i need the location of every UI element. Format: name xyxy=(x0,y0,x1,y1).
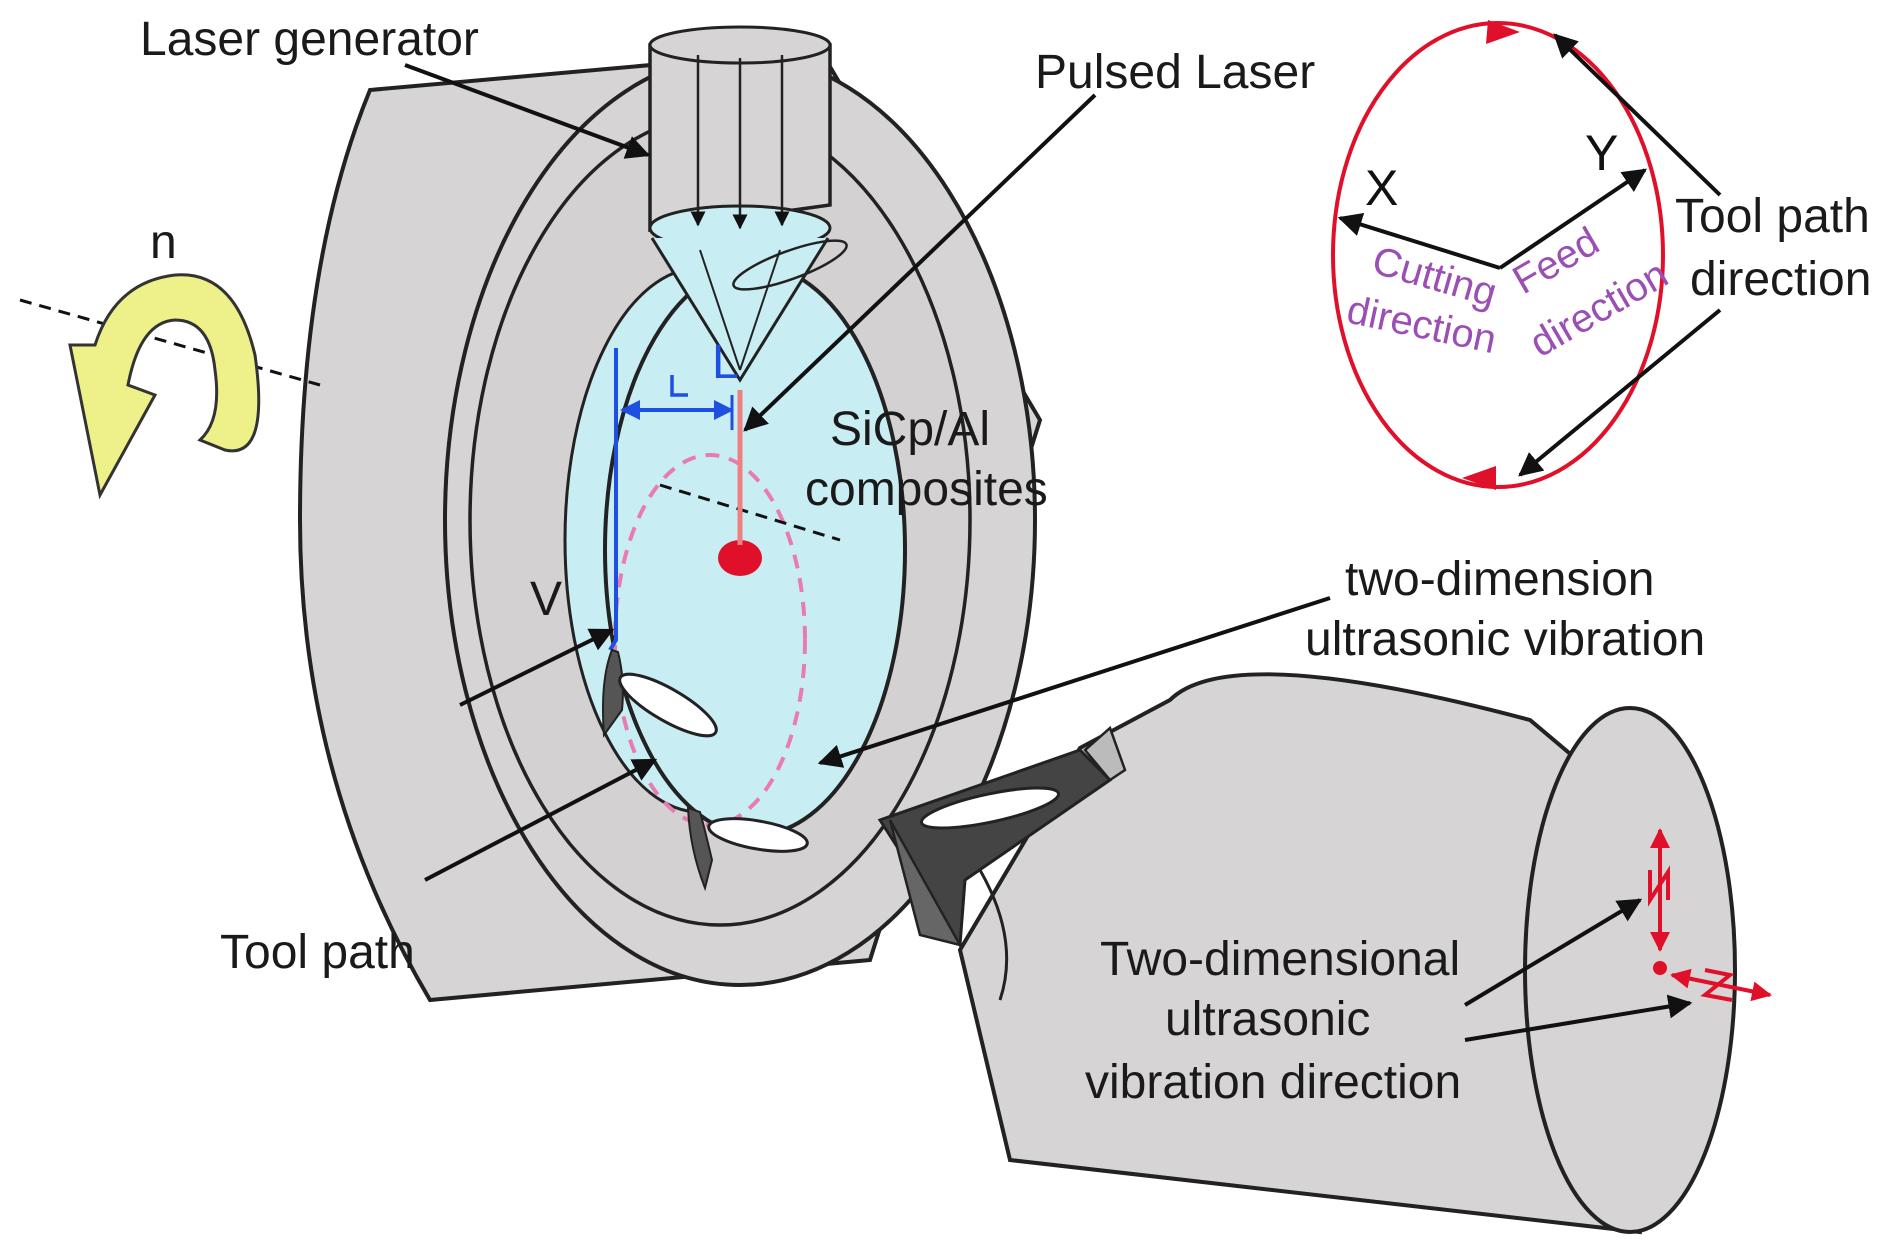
label-material-line2: composites xyxy=(805,463,1048,516)
laser-generator xyxy=(648,25,848,383)
tool-holder-end-face xyxy=(1523,706,1737,1234)
workpiece-axis-line xyxy=(659,483,841,542)
label-pulsed-laser: Pulsed Laser xyxy=(1035,46,1315,99)
label-laser-generator: Laser generator xyxy=(140,13,479,66)
tool-path-ellipse-diagram: X Y Cutting direction Feed direction xyxy=(1331,20,1675,490)
label-vib-dir-line3: vibration direction xyxy=(1085,1056,1461,1109)
label-velocity-V: V xyxy=(530,573,562,626)
label-two-dim-line2: ultrasonic vibration xyxy=(1305,613,1705,666)
tool-inserts xyxy=(602,648,809,892)
label-vib-dir-line2: ultrasonic xyxy=(1165,993,1370,1046)
label-dimension-L: L xyxy=(712,336,739,389)
tool-path-red-ellipse xyxy=(1331,21,1665,489)
rotation-label-n: n xyxy=(150,216,177,269)
label-tool-path-dir-line2: direction xyxy=(1690,253,1871,306)
tool-holder xyxy=(877,672,1772,1235)
rotation-arrow-n: n xyxy=(19,216,321,500)
small-lens-ellipse xyxy=(732,239,848,291)
label-vib-dir-line1: Two-dimensional xyxy=(1100,933,1460,986)
text-labels: Laser generator Pulsed Laser SiCp/Al com… xyxy=(140,13,1871,1109)
axis-y-label: Y xyxy=(1585,125,1618,181)
label-material-line1: SiCp/Al xyxy=(830,403,990,456)
label-tool-path-dir-line1: Tool path xyxy=(1675,190,1870,243)
laser-spot xyxy=(718,540,762,576)
axis-x-label: X xyxy=(1365,160,1398,216)
label-two-dim-line1: two-dimension xyxy=(1345,553,1654,606)
leader-arrows xyxy=(404,33,1722,1042)
label-tool-path: Tool path xyxy=(220,926,415,979)
